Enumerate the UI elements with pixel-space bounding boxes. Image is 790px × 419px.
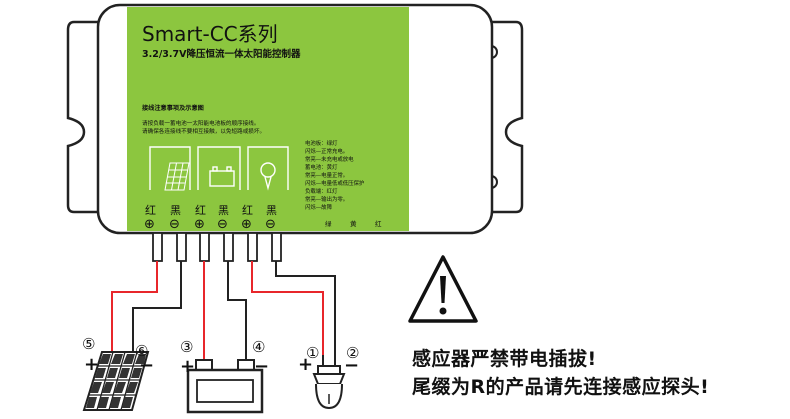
led-label-red: 红 <box>375 219 382 228</box>
plus-sign: + <box>298 354 313 375</box>
solar-negative-wire <box>132 261 182 352</box>
label-3: ③ <box>180 338 193 356</box>
label-5: ⑤ <box>82 335 95 353</box>
load-negative-wire <box>275 261 336 355</box>
led-label-yellow: 黄 <box>350 219 357 228</box>
terminal-socket <box>176 232 187 262</box>
solar-bracket <box>149 146 191 190</box>
terminal-plus-sign: ⊕ <box>194 217 205 232</box>
terminal-minus-sign: ⊖ <box>169 217 180 232</box>
terminal-color-label: 黑 <box>170 204 181 217</box>
status-line: 闪烁—电量低或低压保护 <box>305 179 364 187</box>
status-line: 常亮—输出为零。 <box>305 195 348 203</box>
solar-positive-wire <box>111 261 158 352</box>
terminal-color-label: 黑 <box>266 204 277 217</box>
note-line: 请确保各连接线不要相互接触，以免短路或损坏。 <box>142 127 265 135</box>
lamp-icon <box>312 355 346 410</box>
label-1: ① <box>306 344 319 362</box>
solar-panel-icon <box>82 351 150 411</box>
terminal-minus-sign: ⊖ <box>265 217 276 232</box>
right-mounting-flange <box>492 20 524 214</box>
product-subtitle: 3.2/3.7V降压恒流一体太阳能控制器 <box>142 48 301 60</box>
warning-triangle-icon <box>408 255 478 323</box>
terminal-plus-sign: ⊕ <box>241 217 252 232</box>
terminal-color-label: 红 <box>195 204 206 217</box>
minus-sign: − <box>139 355 154 376</box>
battery-bracket <box>197 146 241 190</box>
status-legend: 电池板：绿灯 闪烁—正常充电。 常亮—未充电或放电 蓄电池：黄灯 常亮—电量正常… <box>305 139 364 211</box>
terminal-color-label: 红 <box>145 204 156 217</box>
terminal-socket <box>247 232 258 262</box>
terminal-socket <box>199 232 210 262</box>
load-positive-wire <box>251 261 324 355</box>
battery-icon <box>186 359 264 414</box>
led-label-green: 绿 <box>325 219 332 228</box>
terminal-socket <box>223 232 234 262</box>
battery-icon <box>209 166 235 187</box>
status-line: 蓄电池：黄灯 <box>305 163 338 171</box>
bulb-icon <box>260 162 276 191</box>
status-line: 常亮—电量正常。 <box>305 171 348 179</box>
status-line: 闪烁—故障 <box>305 203 333 211</box>
status-line: 电池板：绿灯 <box>305 139 338 147</box>
label-4: ④ <box>252 338 265 356</box>
left-mounting-flange <box>66 20 98 214</box>
controller-label-panel <box>127 7 409 231</box>
warning-line-2: 尾缀为R的产品请先连接感应探头! <box>412 376 710 398</box>
minus-sign: − <box>344 355 359 376</box>
product-title: Smart-CC系列 <box>142 22 278 46</box>
status-line: 闪烁—正常充电。 <box>305 147 348 155</box>
terminal-color-label: 黑 <box>218 204 229 217</box>
note-line: 请按负载一蓄电池一太阳能电池板的顺序接线。 <box>142 119 259 127</box>
terminal-socket <box>271 232 282 262</box>
label-2: ② <box>346 344 359 362</box>
terminal-minus-sign: ⊖ <box>217 217 228 232</box>
warning-line-1: 感应器严禁带电插拔! <box>412 348 597 370</box>
status-line: 常亮—未充电或放电 <box>305 155 354 163</box>
terminal-plus-sign: ⊕ <box>144 217 155 232</box>
label-6: ⑥ <box>135 342 148 360</box>
load-bracket <box>247 146 289 190</box>
solar-panel-icon <box>164 162 190 191</box>
minus-sign: − <box>254 356 269 377</box>
note-heading: 接线注意事项及示意图 <box>142 104 204 112</box>
plus-sign: + <box>180 356 195 377</box>
battery-negative-wire <box>227 261 247 362</box>
terminal-socket <box>152 232 163 262</box>
plus-sign: + <box>84 354 99 375</box>
terminal-color-label: 红 <box>242 204 253 217</box>
status-line: 负载端：红灯 <box>305 187 338 195</box>
